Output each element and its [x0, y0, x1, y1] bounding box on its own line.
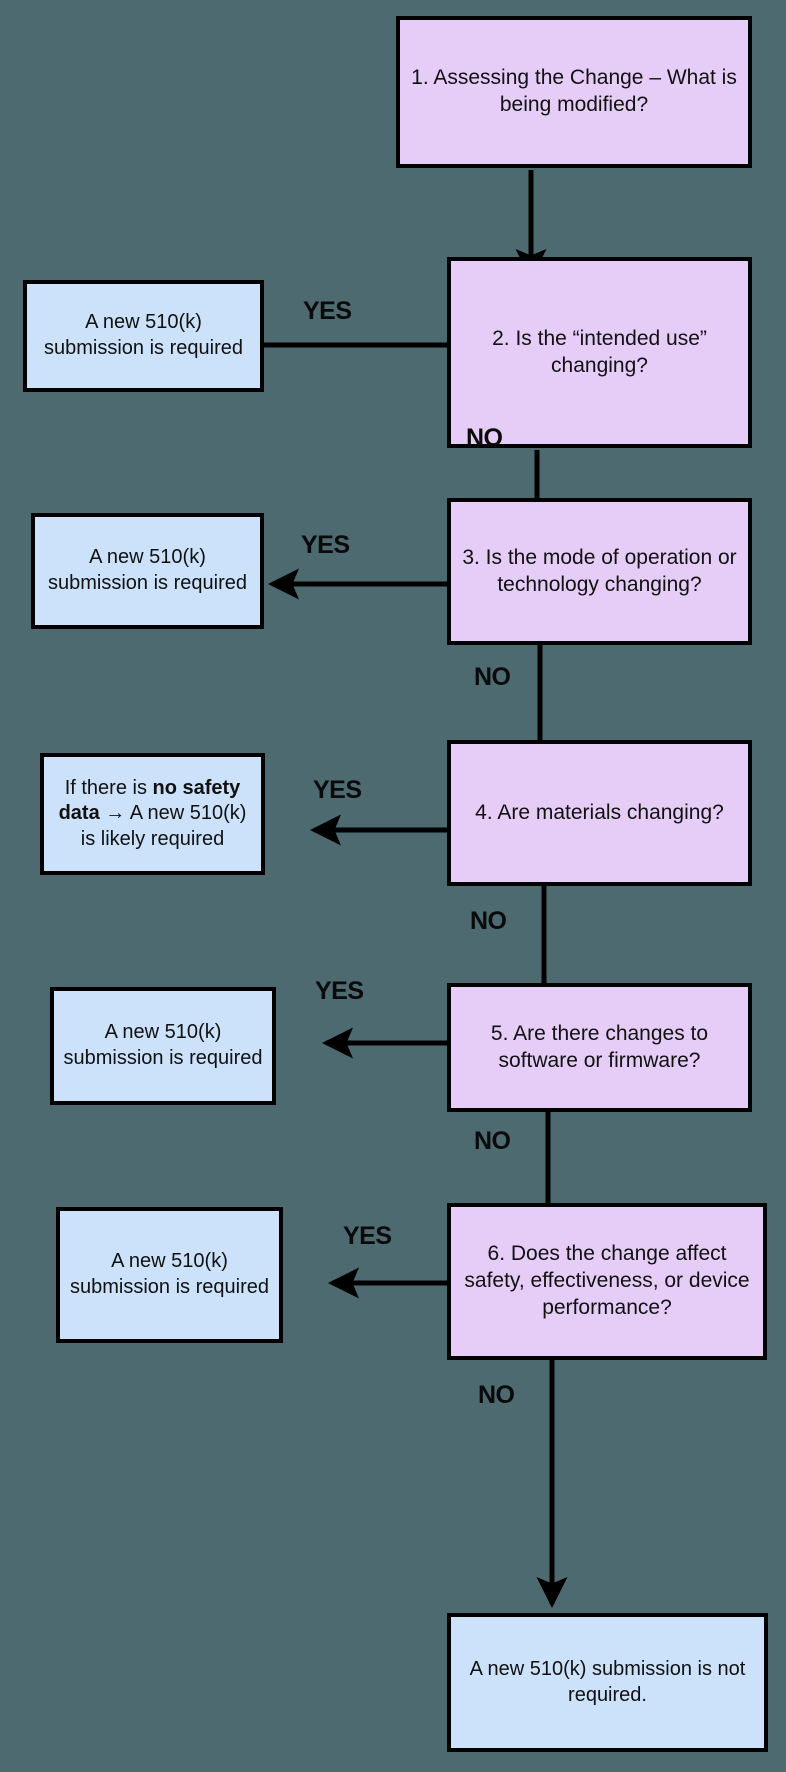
node-label: 1. Assessing the Change – What is being … [411, 66, 737, 116]
edge-label-yes-4: YES [313, 776, 362, 804]
node-assessing-the-change[interactable]: 1. Assessing the Change – What is being … [396, 16, 752, 168]
edge-label-yes-6: YES [343, 1222, 392, 1250]
node-label: A new 510(k) submission is not required. [469, 1657, 746, 1706]
node-label: A new 510(k) submission is required [48, 546, 247, 594]
edge-label-no-3: NO [474, 663, 511, 691]
node-materials-yes-outcome[interactable]: If there is no safety data → A new 510(k… [40, 753, 265, 875]
edge-label-no-5: NO [474, 1127, 511, 1155]
edge-label-yes-3: YES [301, 531, 350, 559]
edge-label-no-4: NO [470, 907, 507, 935]
node-label: A new 510(k) submission is required [70, 1250, 269, 1298]
node-label: 3. Is the mode of operation or technolog… [462, 545, 737, 596]
node-label: If there is no safety data → A new 510(k… [58, 776, 247, 850]
node-label: 2. Is the “intended use” changing? [492, 326, 707, 377]
edge-label-no-2: NO [466, 424, 503, 452]
node-mode-of-operation-question[interactable]: 3. Is the mode of operation or technolog… [447, 498, 752, 645]
node-final-no-submission-required[interactable]: A new 510(k) submission is not required. [447, 1613, 768, 1752]
node-safety-effectiveness-yes-outcome[interactable]: A new 510(k) submission is required [56, 1207, 283, 1343]
node-software-firmware-yes-outcome[interactable]: A new 510(k) submission is required [50, 987, 276, 1105]
edge-label-yes-5: YES [315, 977, 364, 1005]
edge-label-yes-2: YES [303, 297, 352, 325]
node-intended-use-yes-outcome[interactable]: A new 510(k) submission is required [23, 280, 264, 392]
node-label: 6. Does the change affect safety, effect… [464, 1242, 750, 1319]
node-label: A new 510(k) submission is required [44, 311, 243, 359]
node-mode-of-operation-yes-outcome[interactable]: A new 510(k) submission is required [31, 513, 264, 629]
node-label: A new 510(k) submission is required [63, 1021, 263, 1069]
node-software-firmware-question[interactable]: 5. Are there changes to software or firm… [447, 983, 752, 1112]
node-materials-question[interactable]: 4. Are materials changing? [447, 740, 752, 886]
node-safety-effectiveness-question[interactable]: 6. Does the change affect safety, effect… [447, 1203, 767, 1360]
edge-label-no-6: NO [478, 1381, 515, 1409]
node-label: 4. Are materials changing? [475, 800, 724, 824]
node-intended-use-question[interactable]: 2. Is the “intended use” changing? [447, 257, 752, 448]
node-label: 5. Are there changes to software or firm… [490, 1021, 709, 1072]
